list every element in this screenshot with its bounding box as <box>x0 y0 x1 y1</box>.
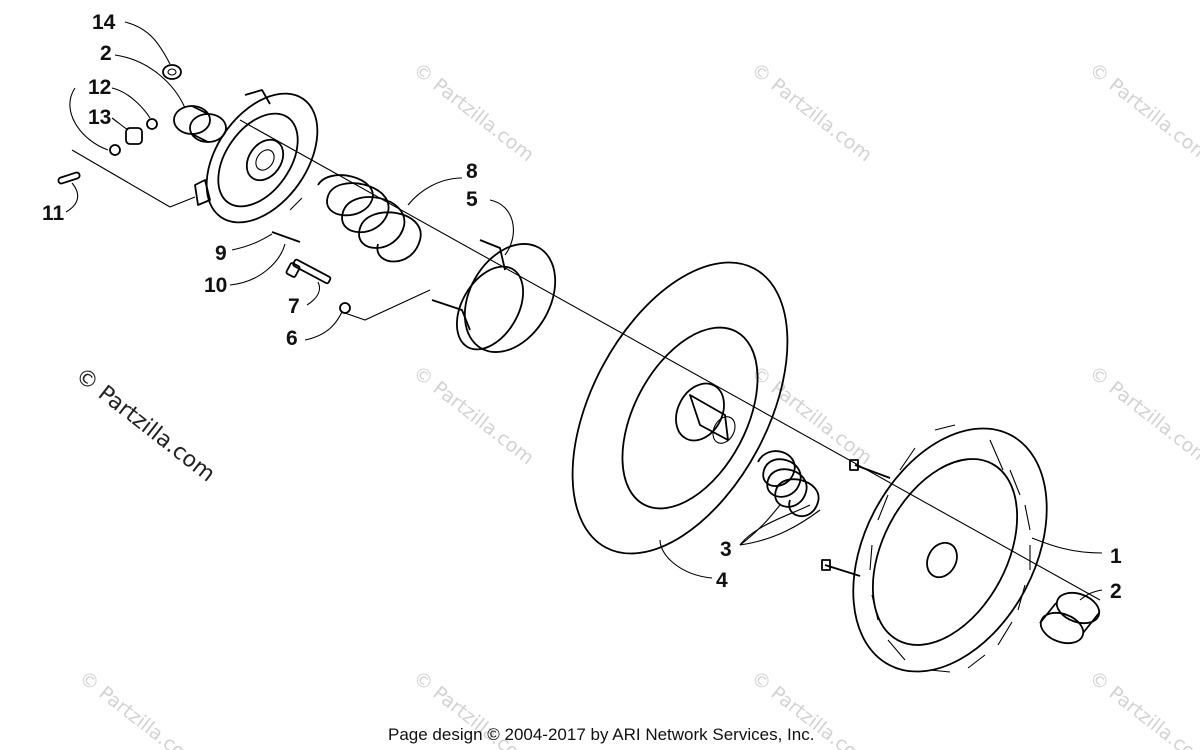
part-12-washer <box>146 118 158 130</box>
watermark-faint: © Partzilla.com <box>409 59 538 167</box>
part-4-moveable-sheave <box>571 261 789 555</box>
watermark-faint: © Partzilla.com <box>1085 362 1200 470</box>
callout-2-upper: 2 <box>100 42 112 65</box>
watermark-faint: © Partzilla.com <box>747 59 876 167</box>
callout-7: 7 <box>288 295 300 318</box>
callout-5: 5 <box>466 188 478 211</box>
part-3-spring <box>757 450 820 518</box>
watermark-main: © Partzilla.com <box>70 363 219 487</box>
part-12-washer-lower <box>109 144 121 156</box>
part-8-spring <box>317 174 422 263</box>
watermark-faint: © Partzilla.com <box>409 362 538 470</box>
callout-11: 11 <box>42 202 65 225</box>
part-2-bushing-upper <box>173 105 227 143</box>
callout-2-lower: 2 <box>1110 580 1122 603</box>
footer-copyright: Page design © 2004-2017 by ARI Network S… <box>388 725 814 744</box>
part-14-nut <box>162 64 182 80</box>
callout-12: 12 <box>88 76 111 99</box>
callout-3: 3 <box>720 538 732 561</box>
part-13-roller <box>125 127 143 145</box>
part-2-bushing-lower <box>1039 591 1101 645</box>
part-7-bolt <box>285 258 332 285</box>
callout-9: 9 <box>215 242 227 265</box>
callout-13: 13 <box>88 106 111 129</box>
assembly-axis-line <box>239 119 1101 601</box>
watermark-faint: © Partzilla.com <box>1085 59 1200 167</box>
part-6-washer <box>339 302 351 314</box>
spider-cover-plate <box>194 89 319 224</box>
callout-14: 14 <box>92 11 116 34</box>
leader-lines <box>65 21 1103 601</box>
part-1-fixed-sheave <box>852 424 1048 673</box>
part-9-pin <box>271 231 301 243</box>
callout-6: 6 <box>286 327 298 350</box>
callout-4: 4 <box>716 569 728 592</box>
callout-labels: 14 2 12 13 11 8 5 9 10 7 6 3 4 1 2 <box>42 11 1122 603</box>
part-11-pin <box>57 171 81 185</box>
watermark-faint: © Partzilla.com <box>75 667 204 750</box>
callout-8: 8 <box>466 160 478 183</box>
stud-upper <box>849 459 891 479</box>
part-5-cam <box>431 239 557 353</box>
callout-1: 1 <box>1110 545 1122 568</box>
callout-10: 10 <box>204 274 227 297</box>
watermark-faint: © Partzilla.com <box>1085 667 1200 750</box>
